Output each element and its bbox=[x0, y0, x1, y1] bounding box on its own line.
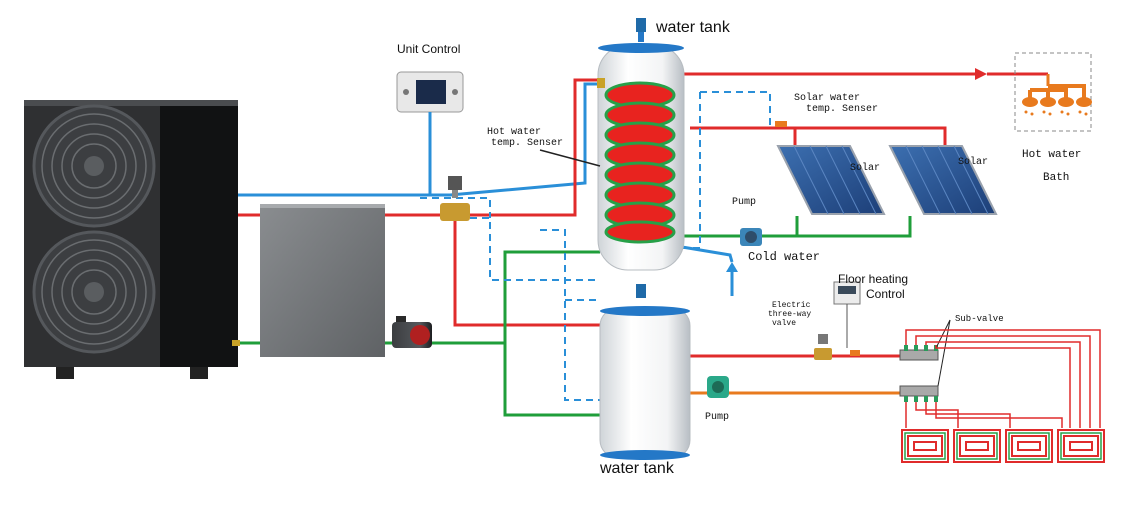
fan-icon bbox=[32, 230, 156, 354]
electric-valve-label-3: valve bbox=[772, 319, 797, 328]
solar-sensor-label-2: temp. Senser bbox=[806, 104, 879, 115]
solar-sensor-label-1: Solar water bbox=[794, 93, 861, 104]
circulation-pump-icon bbox=[707, 376, 729, 398]
fan-icon bbox=[32, 104, 156, 228]
hydro-module-icon bbox=[260, 204, 385, 357]
electric-valve-label-1: Electric bbox=[772, 301, 811, 310]
solar-label-2: Solar bbox=[958, 157, 989, 168]
hot-water-label: Hot water bbox=[1022, 149, 1082, 161]
floor-loop-icon bbox=[953, 429, 1001, 463]
floor-heating-control-label: Control bbox=[866, 287, 905, 301]
circulation-pump-icon bbox=[392, 316, 432, 348]
hot-water-arrow bbox=[975, 68, 987, 80]
solar-label-1: Solar bbox=[850, 163, 881, 174]
floor-loop-network bbox=[905, 329, 1101, 428]
hot-supply-pipe bbox=[238, 72, 975, 358]
shower-head-icon bbox=[1014, 52, 1092, 132]
control-signal-lines bbox=[420, 91, 771, 401]
solar-panel-icon bbox=[776, 145, 886, 215]
electric-valve-label-2: three-way bbox=[768, 310, 812, 319]
expansion-valve-icon bbox=[636, 284, 646, 298]
floor-loop-icon bbox=[1057, 429, 1105, 463]
hot-sensor-pointer bbox=[539, 149, 601, 167]
bath-label: Bath bbox=[1043, 172, 1070, 184]
hot-sensor-label-1: Hot water bbox=[487, 127, 542, 138]
sub-valve-pointer bbox=[935, 319, 951, 349]
three-way-valve-icon bbox=[814, 334, 860, 360]
heating-coil bbox=[604, 81, 676, 244]
solar-temp-sensor-icon bbox=[775, 121, 787, 127]
floor-loop-return bbox=[904, 432, 1102, 460]
manifold-icon bbox=[899, 385, 939, 402]
floor-loop-icon bbox=[901, 429, 949, 463]
three-way-valve-icon bbox=[440, 176, 470, 221]
return-pipe bbox=[238, 216, 912, 417]
sub-valve-label: Sub-valve bbox=[955, 314, 1004, 324]
floor-heating-label: Floor heating bbox=[838, 272, 909, 286]
thermostat-icon bbox=[833, 281, 861, 348]
cold-water-label: Cold water bbox=[748, 250, 821, 264]
top-tank-label: water tank bbox=[656, 19, 730, 36]
controller-icon bbox=[396, 71, 464, 113]
unit-control-label: Unit Control bbox=[397, 42, 461, 56]
solar-panel-icon bbox=[888, 145, 998, 215]
circulation-pump-icon bbox=[740, 228, 762, 246]
solar-pump-label: Pump bbox=[732, 197, 757, 208]
sub-valve-pointer bbox=[937, 319, 951, 387]
manifold-icon bbox=[899, 345, 939, 361]
cold-water-arrow bbox=[726, 262, 738, 272]
bottom-tank-label: water tank bbox=[600, 460, 674, 477]
water-tank-icon bbox=[599, 306, 691, 460]
heat-pump-unit-icon bbox=[24, 100, 240, 379]
hot-sensor-label-2: temp. Senser bbox=[491, 138, 564, 149]
floor-pump-label: Pump bbox=[705, 412, 730, 423]
floor-loop-icon bbox=[1005, 429, 1053, 463]
